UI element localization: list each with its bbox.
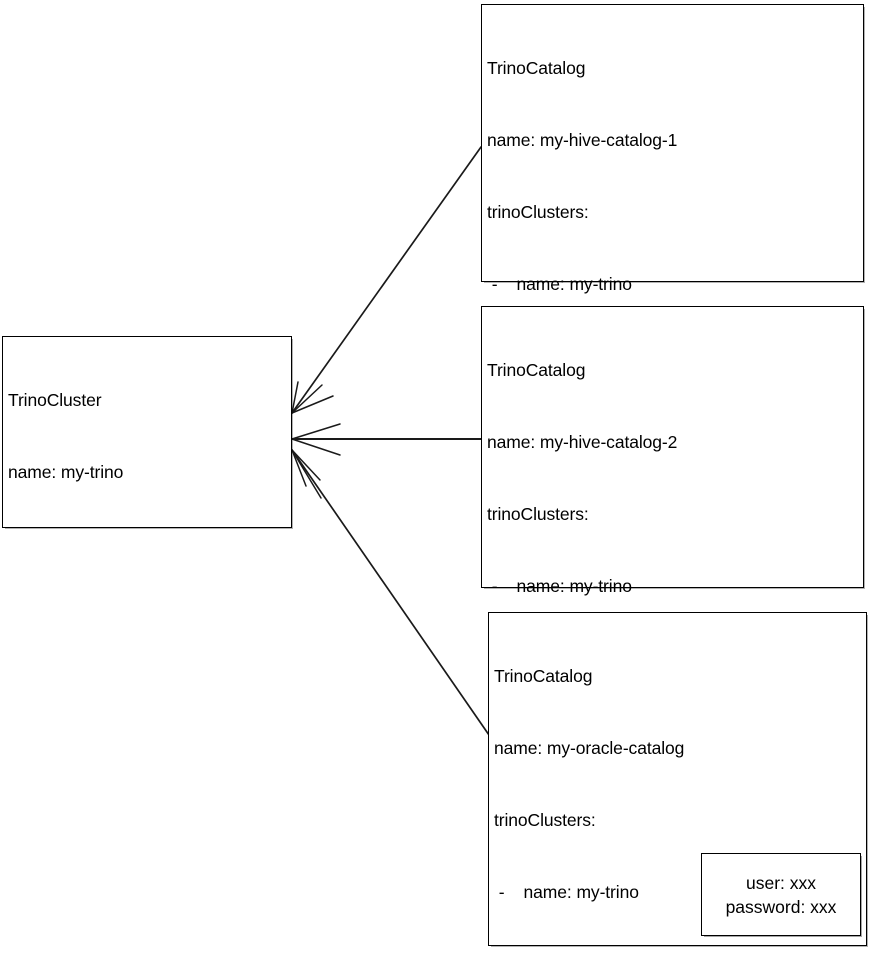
node-trino-cluster[interactable]: TrinoCluster name: my-trino <box>2 336 292 528</box>
yaml-line: name: my-hive-catalog-1 <box>487 130 678 150</box>
yaml-line: - name: my-trino <box>487 576 632 596</box>
yaml-line: trinoClusters: <box>494 810 596 830</box>
yaml-line: - name: my-trino <box>487 274 632 294</box>
node-oracle-credentials-secret[interactable]: user: xxx password: xxx <box>701 853 861 936</box>
yaml-line: name: my-trino <box>8 462 124 482</box>
node-trino-catalog-hive-2[interactable]: TrinoCatalog name: my-hive-catalog-2 tri… <box>481 306 864 884</box>
yaml-line: TrinoCatalog <box>487 58 586 78</box>
node-trino-catalog-hive-1[interactable]: TrinoCatalog name: my-hive-catalog-1 tri… <box>481 4 864 654</box>
yaml-line: trinoClusters: <box>487 504 589 524</box>
secret-user-line: user: xxx <box>745 872 817 893</box>
node-trino-cluster-text: TrinoCluster name: my-trino <box>8 340 123 532</box>
secret-password-line: password: xxx <box>725 896 837 917</box>
edge-catalog-3-to-cluster <box>291 449 490 736</box>
yaml-line: name: my-oracle-catalog <box>494 738 685 758</box>
yaml-line: trinoClusters: <box>487 202 589 222</box>
yaml-line: TrinoCatalog <box>487 360 586 380</box>
yaml-line: name: my-hive-catalog-2 <box>487 432 678 452</box>
yaml-line: TrinoCluster <box>8 390 102 410</box>
edge-catalog-2-to-cluster <box>291 423 482 456</box>
yaml-line: TrinoCatalog <box>494 666 593 686</box>
node-trino-catalog-oracle-text: TrinoCatalog name: my-oracle-catalog tri… <box>494 616 790 954</box>
edge-catalog-1-to-cluster <box>291 146 482 414</box>
yaml-line: - name: my-trino <box>494 882 639 902</box>
